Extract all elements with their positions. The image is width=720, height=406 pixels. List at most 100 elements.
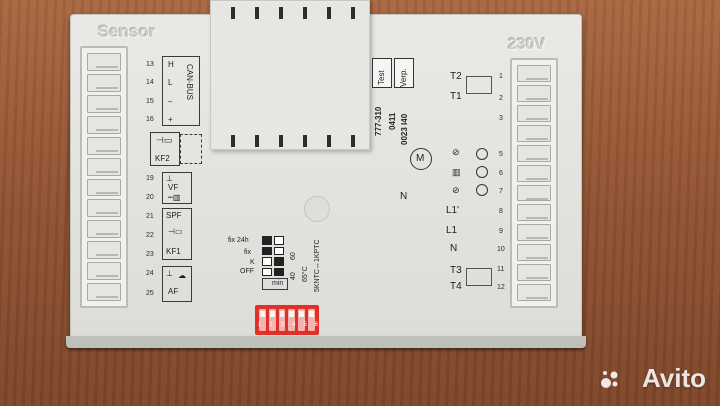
dip-key-5[interactable] [298,309,306,331]
terminal-pin [517,244,551,262]
af-label: AF [168,287,179,296]
terminal-pin [517,124,551,142]
sensor-symbol-icon: ⊥ [166,174,173,183]
can-h-label: H [168,60,174,69]
kf2-box [150,132,180,166]
l1-prime-label: L1' [446,205,460,216]
faucet-icon: ⊣▭ [156,135,173,145]
pin-number: 25 [146,290,154,297]
dip-row-k: K [250,259,255,266]
terminal-pin [517,144,551,162]
pin-number: 19 [146,175,154,182]
temp-40-label: 40 [290,272,297,280]
pin-number: 21 [146,213,154,220]
l1-label: L1 [446,225,458,236]
can-minus-label: – [168,97,173,106]
terminal-pin [87,115,121,134]
t-contact-box [466,76,492,94]
voltage-title: 230V [508,36,546,53]
pin-number: 7 [499,188,503,195]
terminal-pin [87,262,121,281]
terminal-pin [87,199,121,218]
pin-number: 10 [497,246,505,253]
terminal-pin [87,220,121,239]
can-plus-label: + [168,115,173,124]
t1-label: T1 [450,91,462,102]
pump-faucet-icon: ⊘ [452,147,460,157]
right-terminal-connector[interactable] [510,58,558,308]
t2-label: T2 [450,71,462,82]
kf1-label: KF1 [166,247,181,256]
pin-number: 13 [146,61,154,68]
pump-circle-icon [476,184,488,196]
dip-key-3[interactable] [278,309,286,331]
dip-switch[interactable] [255,305,319,335]
code-3: 0023 I40 [400,113,409,145]
dip-key-2[interactable] [268,309,276,331]
motor-label: M [416,153,425,164]
pump-circle-icon [476,166,488,178]
dip-numbers: 1 2 3 4 5 6 [258,322,318,328]
terminal-pin [517,164,551,182]
dip-key-4[interactable] [288,309,296,331]
vf-box [162,172,192,204]
spf-kf1-box [162,208,192,260]
dip-settings-grid [262,236,284,276]
code-2: 0411 [388,112,397,130]
pin-number: 3 [499,115,503,122]
terminal-pin [87,178,121,197]
terminal-pin [517,224,551,242]
pin-number: 22 [146,232,154,239]
dip-row-off: OFF [240,268,254,275]
sensor-symbol-icon: ⊥ [166,269,173,278]
temp-65-label: 65°C [302,266,309,282]
terminal-pin [517,104,551,122]
pin-number: 23 [146,251,154,258]
relay-housing [210,0,370,150]
terminal-pin [517,284,551,302]
avito-watermark: Avito [641,363,706,393]
pin-number: 20 [146,194,154,201]
can-l-label: L [168,78,173,87]
pin-number: 14 [146,79,154,86]
terminal-pin [87,157,121,176]
test-field: Test [372,58,392,88]
spf-label: SPF [166,211,182,220]
terminal-pin [517,184,551,202]
code-1: 777-310 [374,106,383,136]
min-label: min [272,280,284,287]
left-terminal-connector[interactable] [80,46,128,308]
faucet-icon: ⊣▭ [168,227,183,236]
can-bus-box [162,56,200,126]
vf-label: VF [168,183,179,192]
dip-key-6[interactable] [308,309,315,331]
cloud-icon: ☁ [178,271,186,280]
pin-number: 5 [499,151,503,158]
pin-number: 11 [497,266,505,273]
avito-logo-icon [601,371,618,388]
pin-number: 1 [499,73,503,80]
terminal-pin [517,264,551,282]
terminal-pin [87,53,121,71]
ntc-ptc-label: 5KNTC↔1KPTC [314,239,321,292]
dip-key-1[interactable] [259,309,266,331]
t4-label: T4 [450,281,462,292]
pin-number: 8 [499,208,503,215]
pin-number: 16 [146,116,154,123]
motor-icon [410,148,432,170]
terminal-pin [87,73,121,92]
dip-row-fix24h: fix 24h [228,237,249,244]
kf2-label: KF2 [155,154,170,163]
terminal-pin [87,241,121,260]
pin-number: 6 [499,170,503,177]
t3-label: T3 [450,265,462,276]
af-box [162,266,192,302]
can-bus-label: CAN-BUS [185,64,194,101]
board-base [66,336,586,348]
terminal-pin [517,65,551,82]
terminal-pin [87,283,121,302]
pump-radiator-icon: ▥ [452,167,461,177]
pin-number: 9 [499,228,503,235]
terminal-pin [87,94,121,113]
terminal-pin [517,84,551,102]
